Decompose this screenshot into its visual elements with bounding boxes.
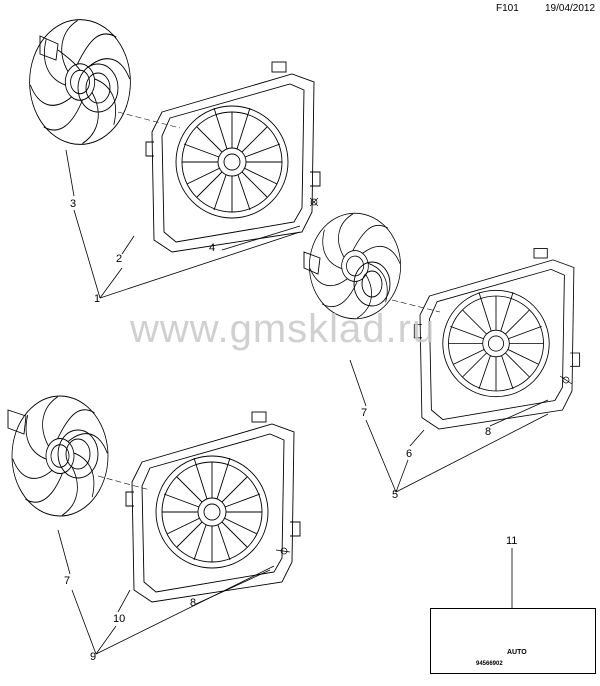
callout-4: 4 xyxy=(209,242,216,254)
fan-motor-3 xyxy=(39,35,119,113)
bolt-8-lower xyxy=(275,547,291,555)
fan-blade-7-lower xyxy=(3,385,117,527)
callout-8-lower: 8 xyxy=(190,597,197,609)
callout-5: 5 xyxy=(392,489,399,501)
callout-11: 11 xyxy=(506,535,518,547)
fan-assembly-5 xyxy=(301,204,581,430)
callout-7-lower: 7 xyxy=(64,575,71,587)
label-auto-text: AUTO xyxy=(507,649,527,656)
diagram-date: 19/04/2012 xyxy=(545,3,596,14)
fan-motor-7-upper xyxy=(303,251,391,307)
fan-shroud-2 xyxy=(145,61,321,253)
callout-10: 10 xyxy=(113,613,126,625)
callout-2: 2 xyxy=(116,253,123,265)
warning-label-panel: 94566902 AUTO xyxy=(430,608,596,674)
callout-9: 9 xyxy=(90,651,97,663)
bolt-4 xyxy=(309,197,319,207)
fan-assembly-1 xyxy=(21,9,321,253)
fan-shroud-6 xyxy=(413,248,581,430)
callout-6: 6 xyxy=(406,448,413,460)
fan-motor-7-lower xyxy=(7,409,99,479)
leader-lines xyxy=(57,149,549,655)
callout-1: 1 xyxy=(94,293,101,305)
callout-3: 3 xyxy=(70,198,77,210)
diagram-code: F101 xyxy=(496,3,519,14)
watermark-text: www.gmsklad.ru xyxy=(130,307,436,351)
fan-blade-3 xyxy=(21,9,139,155)
bolt-8-upper xyxy=(559,375,573,385)
callout-8-upper: 8 xyxy=(485,426,492,438)
label-part-number: 94566902 xyxy=(476,661,503,667)
fan-assembly-9 xyxy=(3,385,301,603)
fan-shroud-10 xyxy=(125,411,301,603)
callout-7-upper: 7 xyxy=(361,407,368,419)
